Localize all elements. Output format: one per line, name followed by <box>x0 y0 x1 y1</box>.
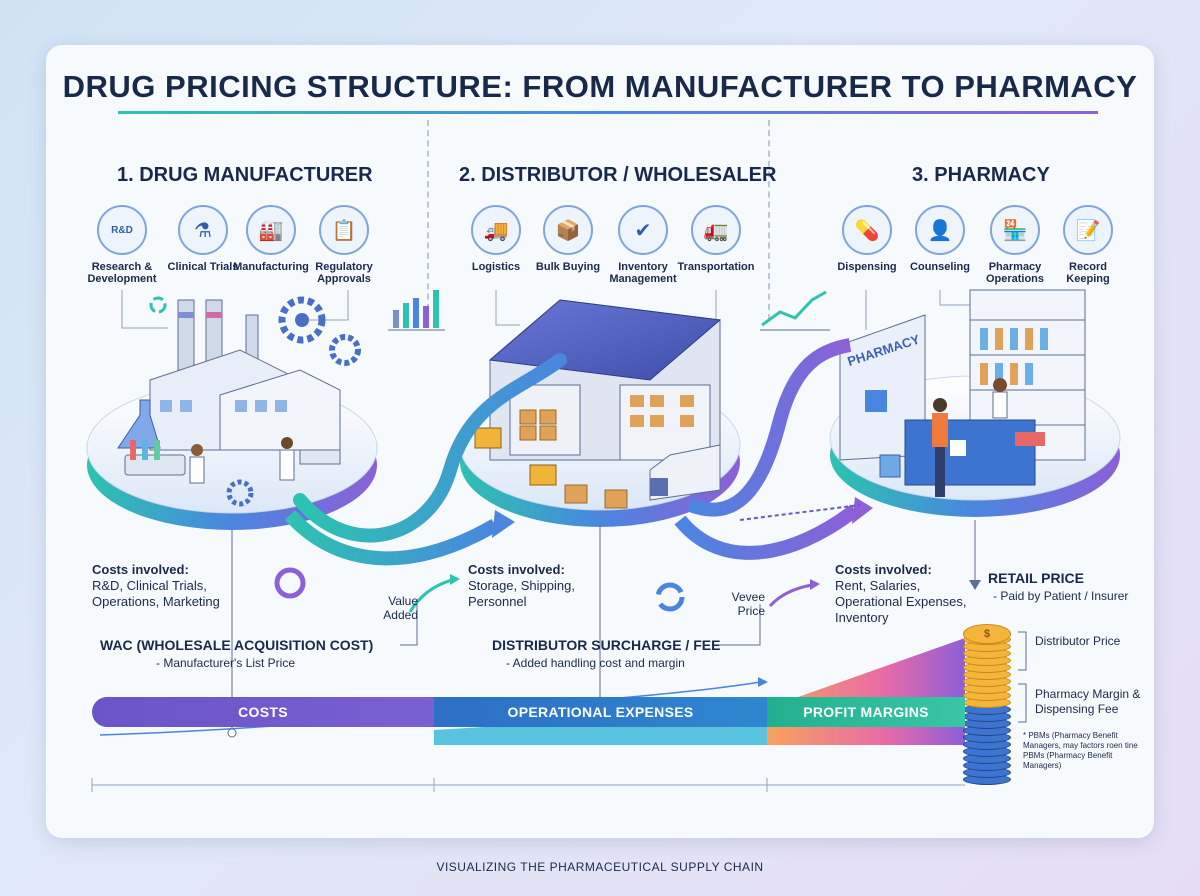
distributor-price-label: Distributor Price <box>1035 634 1121 648</box>
icon-label: Research & Development <box>87 261 157 285</box>
pharmacy-margin-label: Pharmacy Margin & Dispensing Fee <box>1035 687 1141 716</box>
pharmacy-shop-icon: 🏪 <box>990 205 1040 255</box>
retail-price-heading: RETAIL PRICE <box>988 570 1084 586</box>
costs-heading: Costs involved: <box>835 562 932 577</box>
magnifier-icon: R&D <box>97 205 147 255</box>
costs-list: R&D, Clinical Trials, Operations, Market… <box>92 578 220 609</box>
distributor-costs: Costs involved: Storage, Shipping, Perso… <box>468 562 578 610</box>
icon-item-research: R&D Research & Development <box>82 205 162 285</box>
icon-label: Dispensing <box>837 261 897 273</box>
icon-item-clinical-trials: ⚗ Clinical Trials <box>163 205 243 273</box>
surcharge-subtext: - Added handling cost and margin <box>506 656 685 670</box>
flow-arrow-2 <box>284 510 499 566</box>
wac-subtext: - Manufacturer's List Price <box>156 656 296 670</box>
transport-truck-icon: 🚛 <box>691 205 741 255</box>
icon-item-dispensing: 💊 Dispensing <box>827 205 907 273</box>
vevee-price-label: Vevee Price <box>731 590 765 618</box>
icon-item-transportation: 🚛 Transportation <box>676 205 756 273</box>
footer-caption: VISUALIZING THE PHARMACEUTICAL SUPPLY CH… <box>436 860 764 874</box>
icon-item-regulatory: 📋 Regulatory Approvals <box>304 205 384 285</box>
icon-label: Pharmacy Operations <box>985 261 1045 285</box>
page-title: DRUG PRICING STRUCTURE: FROM MANUFACTURE… <box>62 69 1138 104</box>
bar-label: OPERATIONAL EXPENSES <box>507 704 694 720</box>
stage-title-distributor: 2. DISTRIBUTOR / WHOLESALER <box>459 164 777 186</box>
pharmacy-platform <box>829 289 1121 517</box>
pharmacy-costs: Costs involved: Rent, Salaries, Operatio… <box>835 562 975 626</box>
stage-title-pharmacy: 3. PHARMACY <box>912 164 1050 186</box>
icon-label: Bulk Buying <box>535 261 601 273</box>
flow-arrow-1 <box>293 353 567 543</box>
icon-label: Record Keeping <box>1066 261 1110 285</box>
value-added-label: Value Added <box>383 594 418 622</box>
flow-arrow-4 <box>674 504 860 560</box>
donut-indicator-2 <box>655 582 685 612</box>
pharmacist-icon: 👤 <box>915 205 965 255</box>
icon-item-inventory: ✔ Inventory Management <box>603 205 683 285</box>
inventory-box-icon: ✔ <box>618 205 668 255</box>
bar-chart-decoration <box>388 290 445 331</box>
flow-arrow-3 <box>687 338 852 517</box>
margin-bracket <box>1018 683 1027 723</box>
pill-bottle-icon: 💊 <box>842 205 892 255</box>
factory-icon: 🏭 <box>246 205 296 255</box>
icon-label: Manufacturing <box>233 261 309 273</box>
wac-heading: WAC (WHOLESALE ACQUISITION COST) <box>100 637 374 653</box>
pointer-line <box>121 290 168 329</box>
stage-title-manufacturer: 1. DRUG MANUFACTURER <box>117 164 373 186</box>
icon-item-manufacturing: 🏭 Manufacturing <box>231 205 311 273</box>
icon-item-pharmacy-operations: 🏪 Pharmacy Operations <box>975 205 1055 285</box>
document-pen-icon: 📝 <box>1063 205 1113 255</box>
pointer-line <box>939 290 980 306</box>
icon-label: Logistics <box>471 261 521 273</box>
bar-label: PROFIT MARGINS <box>803 704 929 720</box>
line-chart-decoration <box>760 290 830 331</box>
icon-label: Transportation <box>677 261 755 273</box>
icon-item-record-keeping: 📝 Record Keeping <box>1048 205 1128 285</box>
bar-label: COSTS <box>238 704 288 720</box>
truck-icon: 🚚 <box>471 205 521 255</box>
icon-item-bulk-buying: 📦 Bulk Buying <box>528 205 608 273</box>
pointer-line <box>302 290 349 321</box>
icon-label: Counseling <box>910 261 970 273</box>
icon-label: Regulatory Approvals <box>315 261 373 285</box>
dollar-coin-icon: $ <box>963 624 1011 644</box>
pbm-footnote: * PBMs (Pharmacy Benefit Managers, may f… <box>1023 731 1138 770</box>
costs-list: Storage, Shipping, Personnel <box>468 578 575 609</box>
donut-indicator-1 <box>274 567 306 599</box>
surcharge-heading: DISTRIBUTOR SURCHARGE / FEE <box>492 637 721 653</box>
pointer-line <box>495 290 520 326</box>
costs-heading: Costs involved: <box>92 562 189 577</box>
distributor-bracket <box>1018 631 1027 671</box>
costs-heading: Costs involved: <box>468 562 565 577</box>
profit-wedge <box>767 638 965 745</box>
clipboard-check-icon: 📋 <box>319 205 369 255</box>
title-underline <box>118 111 1098 114</box>
coin-stack: $ <box>963 624 1011 785</box>
stage-divider-1 <box>427 120 429 320</box>
test-tubes-icon: ⚗ <box>178 205 228 255</box>
operational-expenses-bar: OPERATIONAL EXPENSES <box>434 697 767 727</box>
icon-label: Clinical Trials <box>167 261 239 273</box>
icon-item-counseling: 👤 Counseling <box>900 205 980 273</box>
distributor-platform <box>459 299 741 527</box>
costs-list: Rent, Salaries, Operational Expenses, In… <box>835 578 967 625</box>
manufacturer-platform <box>86 296 378 530</box>
manufacturer-costs: Costs involved: R&D, Clinical Trials, Op… <box>92 562 222 610</box>
costs-bar: COSTS <box>92 697 434 727</box>
profit-margins-bar: PROFIT MARGINS <box>767 697 965 727</box>
box-icon: 📦 <box>543 205 593 255</box>
icon-item-logistics: 🚚 Logistics <box>456 205 536 273</box>
icon-label: Inventory Management <box>609 261 677 285</box>
retail-price-subtext: - Paid by Patient / Insurer <box>993 589 1129 603</box>
stage-divider-2 <box>768 120 770 320</box>
